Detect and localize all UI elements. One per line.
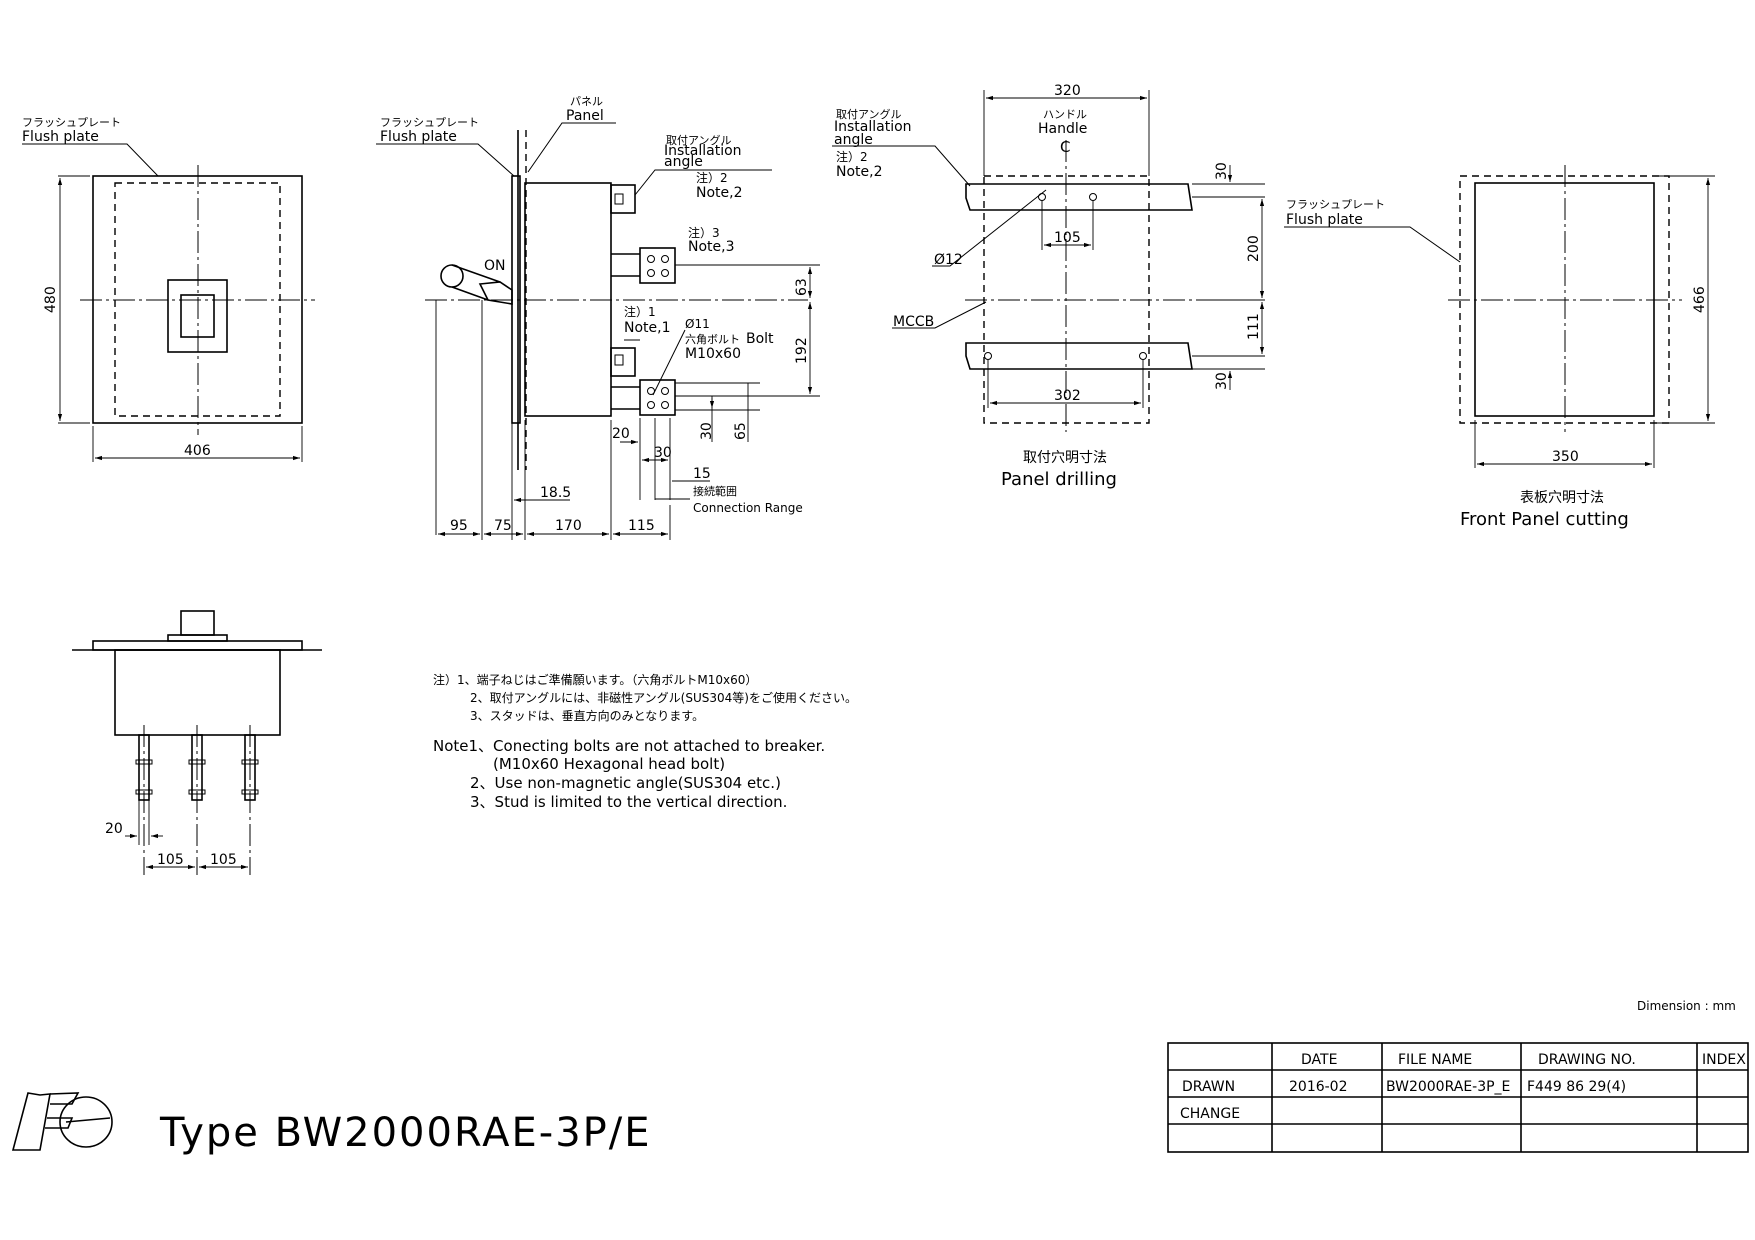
- top-dim-105-right: 105: [210, 852, 237, 868]
- drill-angle-label-en2: angle: [834, 132, 873, 148]
- side-note3-en: Note,3: [688, 239, 735, 255]
- panel-drilling-view: 320 ハンドル Handle C 105 30 200 111 30 302 …: [832, 83, 1265, 490]
- front-panel-cutting-view: フラッシュプレート Flush plate 466 350 表板穴明寸法 Fro…: [1284, 165, 1715, 530]
- on-label: ON: [484, 258, 506, 274]
- dim-18-5: 18.5: [540, 485, 571, 501]
- cutting-dim-350: 350: [1552, 449, 1579, 465]
- side-angle-label-jp: 取付アングル: [666, 133, 732, 147]
- logo-text: Fe: [0, 0, 13, 3]
- drill-note2-en: Note,2: [836, 164, 883, 180]
- note-jp-2: 2、取付アングルには、非磁性アングル(SUS304等)をご使用ください。: [470, 690, 857, 705]
- drill-angle-label-jp: 取付アングル: [836, 107, 902, 121]
- side-note1-en: Note,1: [624, 320, 671, 336]
- tb-drawn-file: BW2000RAE-3P_E: [1386, 1079, 1510, 1095]
- handle-label-jp: ハンドル: [1043, 108, 1087, 121]
- cutting-caption-jp: 表板穴明寸法: [1520, 490, 1604, 506]
- drill-dim-30-top: 30: [1214, 162, 1230, 180]
- drill-note2-jp: 注）2: [836, 149, 868, 164]
- drill-dim-30-bottom: 30: [1214, 372, 1230, 390]
- tb-header-index: INDEX: [1702, 1052, 1746, 1068]
- bolt-label-en: Bolt: [746, 331, 774, 347]
- dim-192: 192: [794, 337, 810, 364]
- side-flush-label-jp: フラッシュプレート: [380, 116, 479, 129]
- mccb-label: MCCB: [893, 314, 934, 330]
- cutting-dim-466: 466: [1692, 286, 1708, 313]
- side-note2-en: Note,2: [696, 185, 743, 201]
- tb-drawn-date: 2016-02: [1289, 1079, 1348, 1095]
- note-jp-1: 注）1、端子ねじはご準備願います。（六角ボルトM10x60）: [433, 672, 757, 687]
- side-note2-jp: 注）2: [696, 170, 728, 185]
- panel-label-jp: パネル: [570, 95, 603, 108]
- top-dim-20: 20: [105, 821, 123, 837]
- drill-dim-302: 302: [1054, 388, 1081, 404]
- dim-65-vertical: 65: [733, 422, 749, 440]
- logo: Fe: [0, 0, 113, 1151]
- note-en-3: 3、Stud is limited to the vertical direct…: [470, 793, 787, 811]
- tb-header-file-name: FILE NAME: [1398, 1052, 1472, 1068]
- dim-95: 95: [450, 518, 468, 534]
- front-dim-width: 406: [184, 443, 211, 459]
- tb-change-label: CHANGE: [1180, 1106, 1240, 1122]
- front-view: フラッシュプレート Flush plate 480 406: [22, 116, 315, 462]
- side-view: ON パネル Panel フラッシュプレート: [376, 95, 820, 540]
- dim-115: 115: [628, 518, 655, 534]
- bolt-dia: Ø11: [685, 317, 710, 331]
- notes-block: 注）1、端子ねじはご準備願います。（六角ボルトM10x60） 2、取付アングルに…: [433, 672, 857, 811]
- dim-63: 63: [794, 278, 810, 296]
- drill-dim-200: 200: [1246, 235, 1262, 262]
- note-en-2: 2、Use non-magnetic angle(SUS304 etc.): [470, 774, 781, 792]
- dim-170: 170: [555, 518, 582, 534]
- tb-drawn-number: F449 86 29(4): [1527, 1079, 1626, 1095]
- side-angle-label-en2: angle: [664, 154, 703, 170]
- top-dim-105-left: 105: [157, 852, 184, 868]
- cutting-flush-label-jp: フラッシュプレート: [1286, 198, 1385, 211]
- drill-angle-label-en1: Installation: [834, 119, 912, 135]
- bolt-label-jp: 六角ボルト: [685, 333, 740, 346]
- bolt-size: M10x60: [685, 346, 741, 362]
- drill-dim-111: 111: [1246, 313, 1262, 340]
- tb-header-drawing-no: DRAWING NO.: [1538, 1052, 1636, 1068]
- top-view: 20 105 105: [72, 610, 322, 875]
- side-flush-label-en: Flush plate: [380, 129, 457, 145]
- note-jp-3: 3、スタッドは、垂直方向のみとなります。: [470, 708, 704, 723]
- dim-30-vertical: 30: [699, 422, 715, 440]
- connection-range-jp: 接続範囲: [693, 484, 737, 498]
- type-label: Type BW2000RAE-3P/E: [159, 1110, 652, 1156]
- handle-cl: C: [1060, 138, 1070, 156]
- front-flush-label-jp: フラッシュプレート: [22, 116, 121, 129]
- tb-header-date: DATE: [1301, 1052, 1337, 1068]
- side-note1-jp: 注）1: [624, 304, 656, 319]
- panel-label-en: Panel: [566, 108, 604, 124]
- connection-range-en: Connection Range: [693, 501, 803, 515]
- cutting-caption-en: Front Panel cutting: [1460, 509, 1629, 530]
- drill-caption-en: Panel drilling: [1001, 469, 1117, 490]
- title-block: DATE FILE NAME DRAWING NO. INDEX DRAWN 2…: [1167, 1042, 1749, 1153]
- dim-75: 75: [494, 518, 512, 534]
- front-dim-height: 480: [43, 286, 59, 313]
- dim-20: 20: [612, 426, 630, 442]
- dim-15: 15: [693, 466, 711, 482]
- dimension-unit: Dimension : mm: [1637, 999, 1736, 1013]
- dim-30-horizontal: 30: [654, 445, 672, 461]
- handle-label-en: Handle: [1038, 121, 1087, 137]
- note-en-1b: (M10x60 Hexagonal head bolt): [493, 755, 725, 773]
- drill-caption-jp: 取付穴明寸法: [1023, 450, 1107, 466]
- side-note3-jp: 注）3: [688, 225, 720, 240]
- side-angle-label-en1: Installation: [664, 143, 742, 159]
- drill-dim-105: 105: [1054, 230, 1081, 246]
- drill-dia-12: Ø12: [934, 252, 963, 268]
- front-flush-label-en: Flush plate: [22, 129, 99, 145]
- cutting-flush-label-en: Flush plate: [1286, 212, 1363, 228]
- drill-dim-320: 320: [1054, 83, 1081, 99]
- tb-drawn-label: DRAWN: [1182, 1079, 1235, 1095]
- note-en-1: Note1、Conecting bolts are not attached t…: [433, 737, 825, 755]
